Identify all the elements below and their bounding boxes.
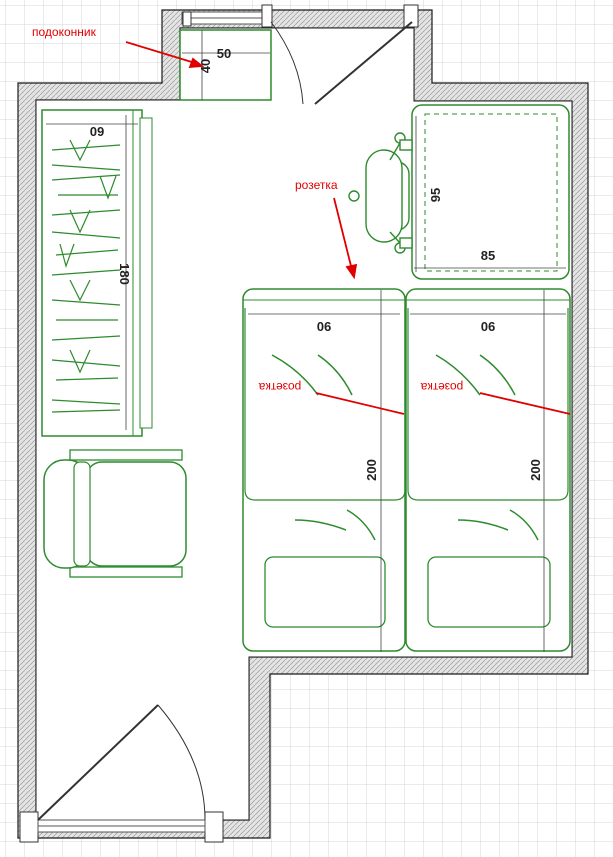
sill-width-label: 50 (217, 46, 231, 61)
desk-depth-label: 95 (428, 188, 443, 202)
desk (411, 104, 570, 280)
door-icon (270, 21, 413, 105)
bed-left-length-label: 200 (364, 459, 379, 481)
bed-right-length-label: 200 (528, 459, 543, 481)
bed-right (405, 288, 571, 652)
hangers (51, 139, 121, 413)
wardrobe (41, 109, 153, 437)
bed-right-width-label: 90 (481, 319, 495, 334)
window-icon (181, 4, 419, 28)
wardrobe-length-label: 180 (117, 263, 132, 285)
socket-bed-right-annotation: розетка (420, 380, 463, 394)
bed-left (242, 288, 406, 652)
armchair-icon (43, 449, 187, 578)
bottom-door-icon (19, 704, 224, 843)
sill-annotation: подоконник (32, 25, 97, 39)
bed-left-width-label: 90 (317, 319, 331, 334)
socket-bed-left-annotation: розетка (258, 380, 301, 394)
sill-depth-label: 40 (198, 59, 213, 73)
desk-width-label: 85 (481, 248, 495, 263)
annotation-arrows (125, 41, 571, 415)
socket-annotation: розетка (295, 178, 338, 192)
office-chair-icon (348, 132, 413, 254)
wardrobe-width-label: 60 (90, 124, 104, 139)
